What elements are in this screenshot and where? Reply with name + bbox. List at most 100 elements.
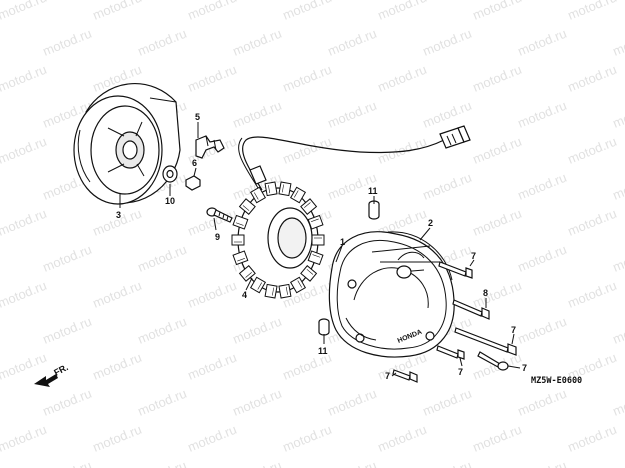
watermark-text: motod.ru [326, 98, 379, 131]
watermark-text: motod.ru [0, 422, 49, 455]
wire-clamp-5 [195, 135, 225, 159]
watermark-text: motod.ru [611, 170, 625, 203]
callout-11-lower: 11 [318, 346, 328, 356]
stator-coil [278, 283, 292, 299]
callout-3: 3 [116, 210, 121, 220]
callout-11-upper: 11 [368, 186, 378, 196]
watermark-text: motod.ru [0, 206, 49, 239]
watermark-text: motod.ru [0, 134, 49, 167]
stator-coil [231, 234, 245, 246]
stator-coil-winding [235, 222, 244, 226]
callout-labels: 3 5 6 10 9 4 11 2 1 7 8 7 7 7 7 11 [116, 112, 527, 381]
watermark-text: motod.ru [471, 422, 524, 455]
stator-coil [238, 265, 256, 282]
stator-coil-winding [237, 258, 245, 262]
stator-coil [232, 250, 249, 266]
callout-7-right-upper: 7 [511, 325, 516, 335]
watermark-text: motod.ru [421, 170, 474, 203]
stator [231, 125, 471, 299]
watermark-text: motod.ru [566, 134, 619, 167]
callout-6: 6 [192, 158, 197, 168]
watermark-text: motod.ru [41, 458, 94, 468]
watermark-text: motod.ru [91, 350, 144, 383]
watermark-text: motod.ru [421, 386, 474, 419]
watermark-text: motod.ru [516, 458, 569, 468]
watermark-text: motod.ru [611, 98, 625, 131]
stator-coil [278, 181, 292, 197]
stator-coil [264, 283, 278, 299]
bolt-7-right-upper [454, 327, 517, 356]
callout-7-bottom: 7 [385, 371, 390, 381]
watermark-text: motod.ru [376, 62, 429, 95]
callout-8: 8 [483, 288, 488, 298]
watermark-text: motod.ru [281, 0, 334, 23]
stator-coil-winding [312, 254, 321, 258]
watermark-text: motod.ru [471, 206, 524, 239]
watermark-text: motod.ru [136, 26, 189, 59]
stator-coil [249, 276, 267, 294]
callout-4: 4 [242, 290, 247, 300]
watermark-text: motod.ru [41, 386, 94, 419]
callout-2: 2 [428, 218, 433, 228]
stator-coil-winding [281, 184, 284, 193]
dowel-pin-11-lower [318, 318, 330, 336]
socket-bolt-9 [206, 207, 233, 223]
watermark-text: motod.ru [611, 242, 625, 275]
watermark-text: motod.ru [421, 98, 474, 131]
bolt-7-middle [436, 345, 465, 360]
stator-coil-winding [242, 205, 250, 211]
watermark-text: motod.ru [91, 0, 144, 23]
watermark-text: motod.ru [326, 458, 379, 468]
watermark-text: motod.ru [326, 26, 379, 59]
stator-coil-winding [268, 185, 271, 194]
watermark-text: motod.ru [231, 26, 284, 59]
watermark-text: motod.ru [186, 422, 239, 455]
stator-coil-winding [257, 282, 262, 290]
watermark-text: motod.ru [41, 314, 94, 347]
stator-coil [232, 214, 249, 230]
stator-coil-winding [304, 202, 311, 208]
watermark-text: motod.ru [611, 26, 625, 59]
diagram-code: MZ5W-E0600 [531, 376, 582, 386]
stator-coil [238, 198, 256, 215]
flange-bolt-6 [185, 175, 201, 191]
watermark-text: motod.ru [186, 278, 239, 311]
watermark-text: motod.ru [231, 458, 284, 468]
watermark-text: motod.ru [516, 314, 569, 347]
stator-coil [307, 250, 324, 266]
watermark-text: motod.ru [421, 26, 474, 59]
watermark-text: motod.ru [471, 134, 524, 167]
callout-10: 10 [165, 196, 175, 206]
watermark-text: motod.ru [471, 0, 524, 23]
bolt-7-bottom [392, 369, 418, 383]
stator-coil [249, 186, 267, 204]
watermark-text: motod.ru [0, 350, 49, 383]
watermark-text: motod.ru [91, 422, 144, 455]
stator-coil [311, 234, 325, 246]
watermark-text: motod.ru [281, 422, 334, 455]
watermark-text: motod.ru [136, 458, 189, 468]
watermark-text: motod.ru [186, 0, 239, 23]
stator-coil-winding [254, 192, 259, 200]
watermark-text: motod.ru [326, 386, 379, 419]
watermark-text: motod.ru [421, 458, 474, 468]
watermark-text: motod.ru [566, 422, 619, 455]
watermark-text: motod.ru [136, 386, 189, 419]
stator-coil [300, 265, 318, 282]
watermark-text: motod.ru [231, 386, 284, 419]
watermark-text: motod.ru [376, 0, 429, 23]
leader-lines [119, 122, 521, 377]
watermark-text: motod.ru [611, 386, 625, 419]
watermark-text: motod.ru [611, 458, 625, 468]
watermark-text: motod.ru [186, 62, 239, 95]
watermark-text: motod.ru [186, 350, 239, 383]
stator-coil-winding [306, 269, 314, 275]
watermark-text: motod.ru [41, 242, 94, 275]
watermark-text: motod.ru [516, 386, 569, 419]
watermark-text: motod.ru [0, 278, 49, 311]
stator-coil-winding [285, 286, 288, 295]
watermark-text: motod.ru [566, 278, 619, 311]
bolt-8 [452, 299, 490, 320]
stator-coil-winding [311, 218, 319, 222]
